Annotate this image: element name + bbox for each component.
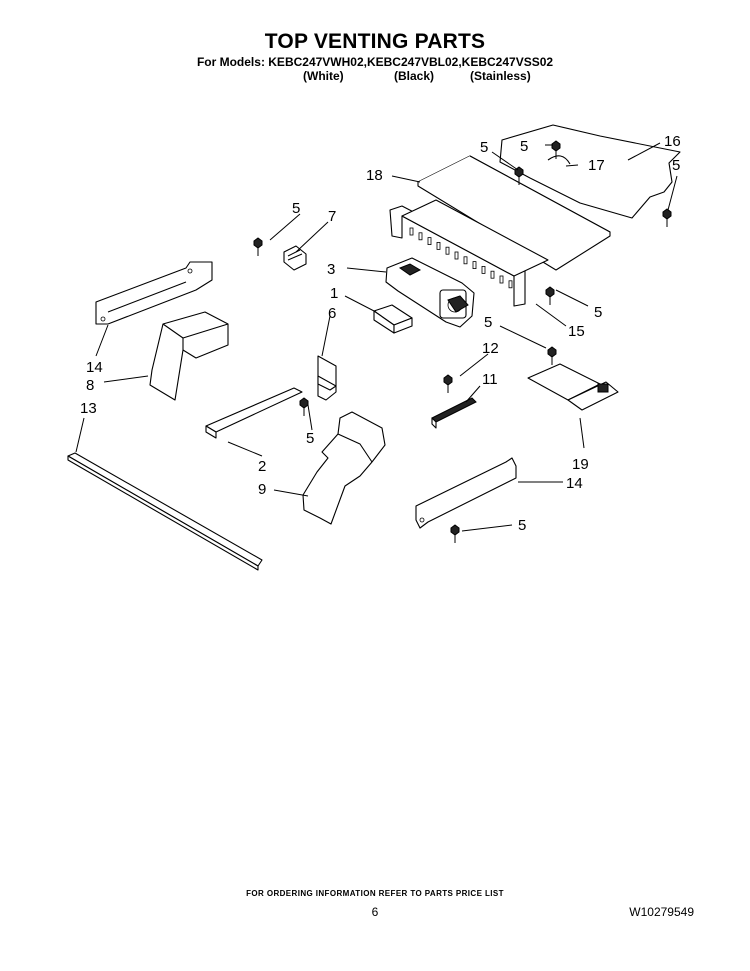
callout-5: 5 (518, 517, 526, 534)
callout-5: 5 (306, 430, 314, 447)
screw-icon (662, 208, 672, 227)
part-19-control-board (527, 363, 619, 411)
part-3-blower-motor (385, 257, 475, 328)
screw-icon (253, 237, 263, 256)
callout-11: 11 (482, 371, 498, 388)
part-16-cover-plate (499, 124, 681, 219)
part-14-bracket-right (415, 457, 517, 529)
page-number: 6 (371, 905, 379, 919)
leader-lines (75, 144, 678, 532)
callout-12: 12 (482, 340, 499, 357)
duct-perforation (454, 251, 459, 260)
variant-stainless: (Stainless) (470, 69, 531, 83)
screw-group (253, 140, 672, 543)
screw-icon (545, 286, 555, 305)
part-15-vent-duct (389, 199, 549, 307)
callout-16: 16 (664, 133, 681, 150)
callout-2: 2 (258, 458, 266, 475)
callout-3: 3 (327, 261, 335, 278)
callout-13: 13 (80, 400, 97, 417)
part-2-flat-strip (205, 387, 303, 439)
callout-5: 5 (292, 200, 300, 217)
page-title: TOP VENTING PARTS (264, 30, 486, 53)
callout-14: 14 (566, 475, 583, 492)
part-13-long-rail (67, 452, 263, 571)
callout-19: 19 (572, 456, 589, 473)
callout-6: 6 (328, 305, 336, 322)
screw-icon (551, 140, 561, 159)
callout-18: 18 (366, 167, 383, 184)
duct-perforation (481, 265, 486, 274)
part-1-block (373, 304, 413, 334)
part-18-vent-plate (417, 155, 611, 271)
callout-labels: 5 5 16 17 5 18 5 7 3 1 5 6 5 15 12 11 14… (80, 133, 681, 534)
duct-perforation (499, 275, 504, 284)
callout-14: 14 (86, 359, 103, 376)
duct-perforation (508, 280, 513, 289)
part-7-terminal-block (283, 245, 307, 271)
duct-perforation (427, 237, 432, 246)
callout-5: 5 (672, 157, 680, 174)
duct-perforation (418, 232, 423, 241)
duct-perforation (490, 270, 495, 279)
callout-5: 5 (484, 314, 492, 331)
screw-icon (547, 346, 557, 365)
duct-perforation (409, 227, 414, 236)
callout-5: 5 (520, 138, 528, 155)
part-6-mounting-bracket (317, 355, 337, 401)
callout-5: 5 (594, 304, 602, 321)
ordering-note: FOR ORDERING INFORMATION REFER TO PARTS … (246, 889, 504, 898)
document-id: W10279549 (629, 905, 694, 919)
callout-8: 8 (86, 377, 94, 394)
screw-icon (443, 374, 453, 393)
duct-perforation (463, 256, 468, 265)
part-17-clip (547, 155, 571, 165)
duct-perforation (472, 261, 477, 270)
screw-icon (299, 397, 309, 416)
part-8-air-deflector (149, 311, 229, 401)
callout-1: 1 (330, 285, 338, 302)
duct-perforation (445, 246, 450, 255)
screw-icon (450, 524, 460, 543)
variant-white: (White) (303, 69, 344, 83)
callout-5: 5 (480, 139, 488, 156)
callout-9: 9 (258, 481, 266, 498)
part-9-duct (302, 411, 386, 525)
callout-15: 15 (568, 323, 585, 340)
duct-perforation (436, 241, 441, 250)
part-14-bracket-left (95, 261, 213, 325)
callout-17: 17 (588, 157, 605, 174)
callout-7: 7 (328, 208, 336, 225)
variant-black: (Black) (394, 69, 435, 83)
models-line: For Models: KEBC247VWH02,KEBC247VBL02,KE… (196, 55, 554, 69)
part-11-terminal-strip (431, 397, 477, 429)
